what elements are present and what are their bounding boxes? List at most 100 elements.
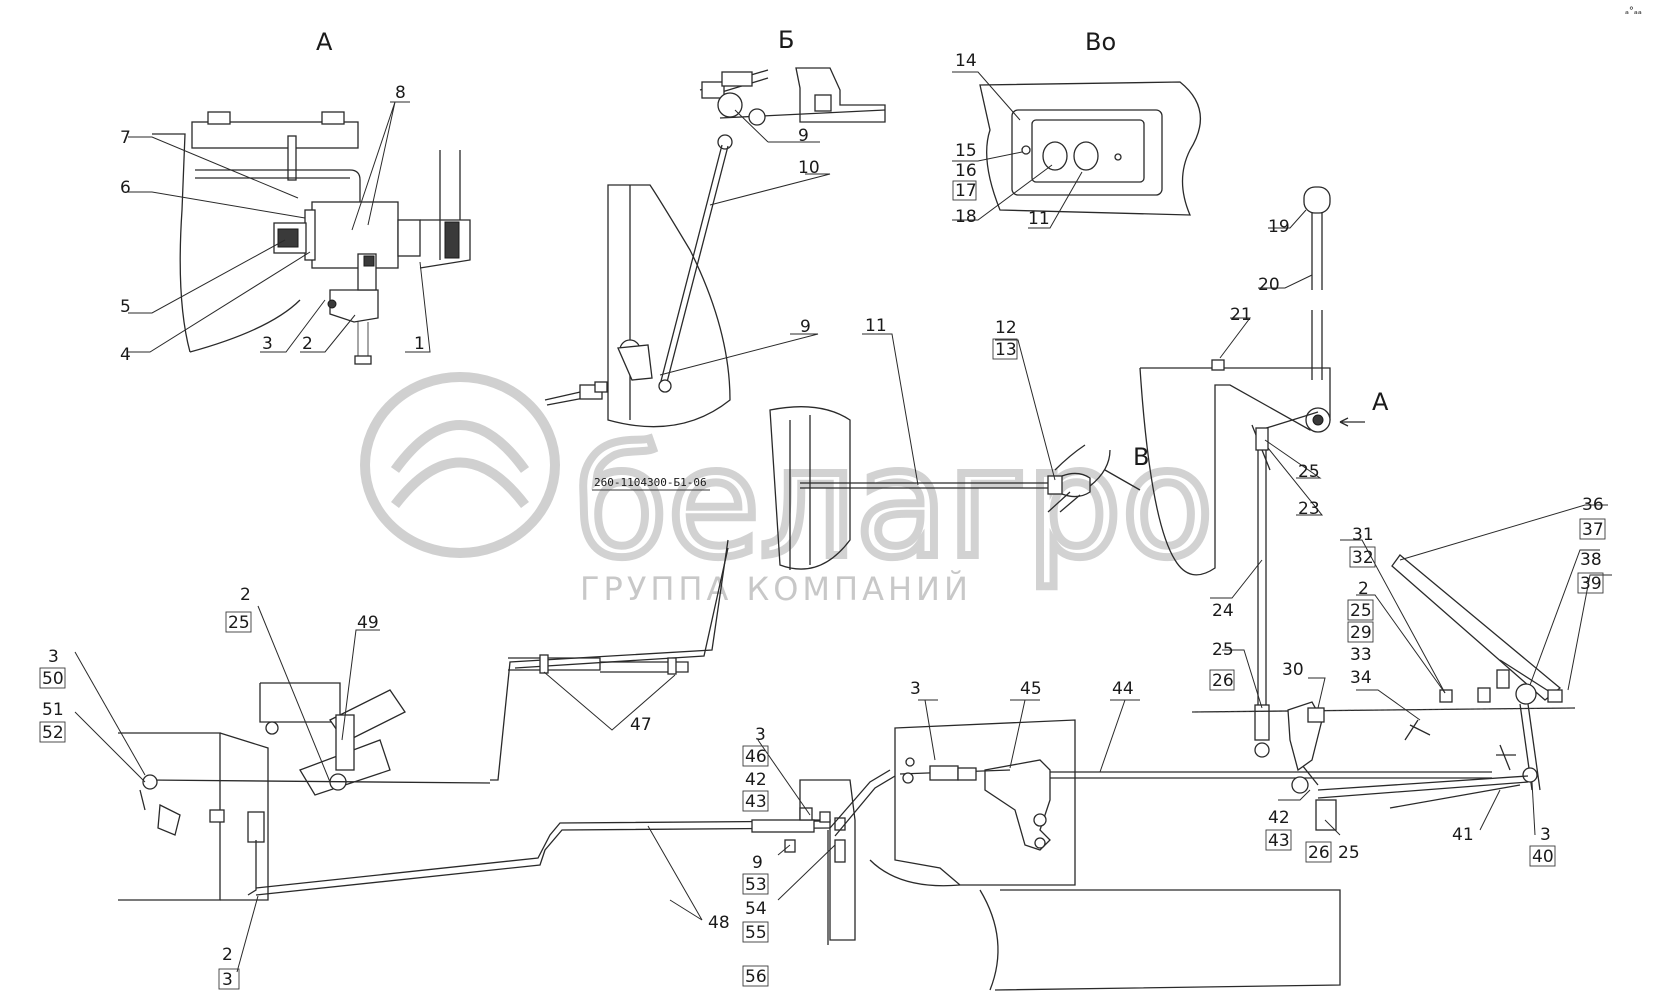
label-25-ll: 25 [228,613,250,633]
label-26-a: 26 [1212,671,1234,691]
label-8: 8 [395,83,406,103]
arrow-a-label: А [1372,388,1389,416]
label-6: 6 [120,178,131,198]
label-52-box [39,721,66,743]
label-48: 48 [708,913,730,933]
label-50-box [39,667,66,689]
part-code: 260-1104300-Б1-06 [594,476,707,489]
label-37: 37 [1582,520,1604,540]
label-19: 19 [1268,217,1290,237]
label-24: 24 [1212,601,1234,621]
arrow-v-label: В [1133,443,1149,471]
label-45: 45 [1020,679,1042,699]
label-53-box [742,873,769,895]
label-23: 23 [1298,499,1320,519]
label-39-box [1577,572,1604,594]
label-4: 4 [120,345,131,365]
label-10: 10 [798,158,820,178]
label-36: 36 [1582,495,1604,515]
label-30: 30 [1282,660,1304,680]
label-44: 44 [1112,679,1134,699]
label-32: 32 [1352,548,1374,568]
label-53: 53 [745,875,767,895]
label-40: 40 [1532,847,1554,867]
label-47: 47 [630,715,652,735]
label-12: 12 [995,318,1017,338]
label-38: 38 [1580,550,1602,570]
label-49: 49 [357,613,379,633]
label-39: 39 [1580,574,1602,594]
label-43-pl: 43 [1268,831,1290,851]
label-11-mid: 11 [865,316,887,336]
label-3: 3 [262,334,273,354]
label-2: 2 [302,334,313,354]
label-33: 33 [1350,645,1372,665]
watermark-tagline: ГРУППА КОМПАНИЙ [580,570,972,608]
watermark-brand: белагро [575,417,1213,591]
label-2-bottom: 2 [222,945,233,965]
label-46-box [742,745,769,767]
label-37-box [1579,518,1606,540]
label-43-cb: 43 [745,792,767,812]
label-34: 34 [1350,668,1372,688]
label-26-pl-box [1305,841,1332,863]
label-25-pl: 25 [1350,601,1372,621]
center-panel: 260-1104300-Б1-06 47 [490,406,851,781]
label-13-box [992,338,1018,360]
center-bracket: 48 3 46 42 43 9 53 54 55 56 [647,725,896,987]
label-41: 41 [1452,825,1474,845]
label-25-a: 25 [1298,462,1320,482]
label-15: 15 [955,141,977,161]
watermark: белагро ГРУППА КОМПАНИЙ [360,372,1217,608]
lever-housing: А 19 20 21 25 23 24 25 26 [1139,186,1389,758]
view-a: А 7 6 5 4 3 2 1 [120,28,471,365]
right-frame: 3 45 44 [869,679,1492,991]
label-43-pl-box [1265,829,1292,851]
view-v: Во 14 15 16 17 18 11 [952,28,1202,229]
label-29-box [1347,621,1374,643]
label-20: 20 [1258,275,1280,295]
view-a-title: А [316,28,333,56]
label-3-cb: 3 [755,725,766,745]
label-1: 1 [414,334,425,354]
label-42-pl: 42 [1268,808,1290,828]
label-16: 16 [955,161,977,181]
label-2-pl: 2 [1358,579,1369,599]
label-26-box [1209,669,1235,691]
label-25-ll-box [225,611,252,633]
label-21: 21 [1230,305,1252,325]
label-42-cb: 42 [745,770,767,790]
label-3-bottom-box [218,968,240,990]
label-3-bottom: 3 [222,970,233,990]
label-9-top: 9 [798,126,809,146]
label-18: 18 [955,207,977,227]
label-13: 13 [995,340,1017,360]
label-9-cb: 9 [752,853,763,873]
label-25-b: 25 [1212,640,1234,660]
pedal-linkage: 36 37 38 39 31 32 2 25 29 33 34 30 42 43… [1191,495,1612,867]
label-11-top: 11 [1028,209,1050,229]
label-26-pl: 26 [1308,843,1330,863]
label-7: 7 [120,128,131,148]
lower-left-assembly: 2 25 49 3 50 51 52 2 3 [39,585,831,990]
label-55-box [742,921,769,943]
label-25-pl2: 25 [1338,843,1360,863]
label-17-box [952,180,977,201]
label-40-box [1529,845,1556,867]
label-3-pl: 3 [1540,825,1551,845]
label-43-cb-box [742,790,769,812]
label-55: 55 [745,923,767,943]
cable-11: В 11 12 13 [800,316,1149,513]
label-31: 31 [1352,525,1374,545]
label-29: 29 [1350,623,1372,643]
label-32-box [1349,546,1376,568]
label-14: 14 [955,51,977,71]
label-2-ll: 2 [240,585,251,605]
label-25-pl-box [1347,599,1374,621]
label-3-ll: 3 [48,647,59,667]
corner-mark: ₐ°ₐₐ [1625,6,1642,17]
label-17: 17 [955,181,977,201]
label-50: 50 [42,669,64,689]
label-46: 46 [745,747,767,767]
